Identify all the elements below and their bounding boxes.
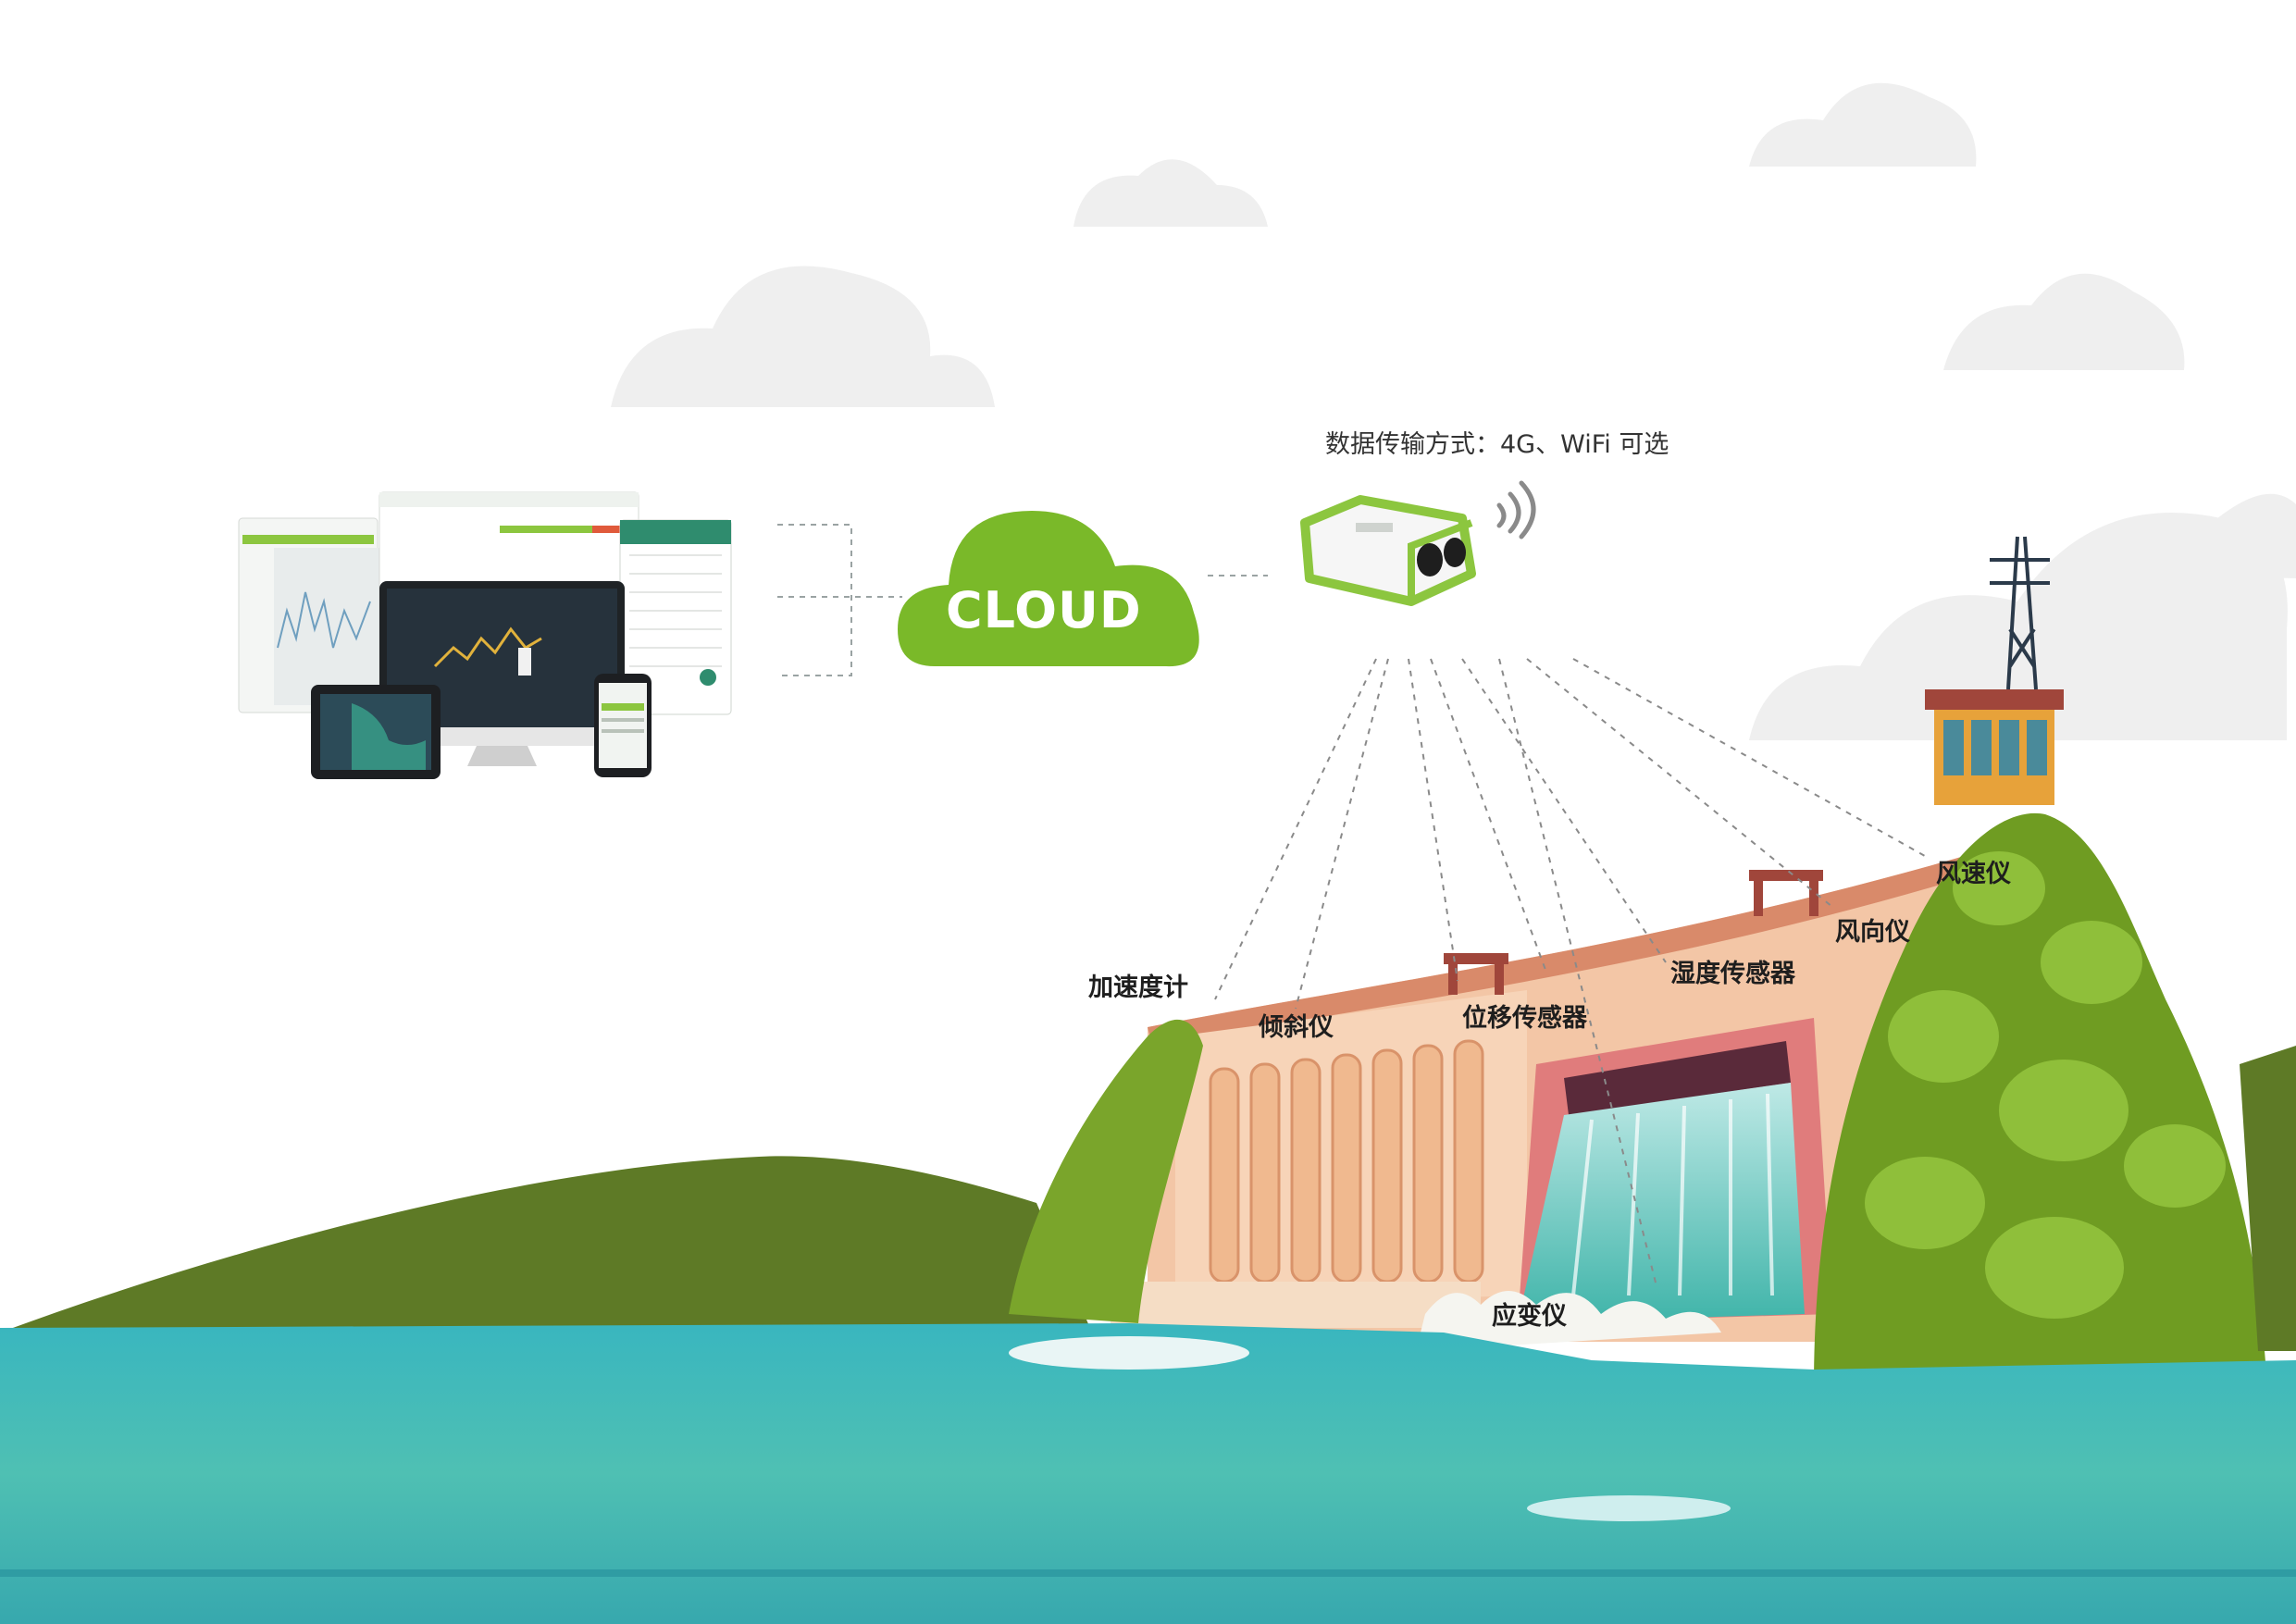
cloud-icon — [898, 511, 1199, 667]
wifi-signal-icon — [1496, 480, 1536, 539]
transmission-tower-icon — [1990, 536, 2050, 690]
left-rock-hill — [1009, 1019, 1203, 1323]
dam-illustration — [1111, 851, 2017, 1351]
sensor-label-wind-direction-meter: 风向仪 — [1835, 918, 1910, 947]
water-foam — [1009, 1336, 1249, 1370]
sensor-label-anemometer: 风速仪 — [1936, 860, 2011, 888]
sensor-label-humidity-sensor: 湿度传感器 — [1670, 960, 1795, 988]
water-reflection — [1527, 1495, 1731, 1521]
reservoir-water — [0, 1323, 2296, 1624]
sensor-label-inclinometer: 倾斜仪 — [1259, 1013, 1334, 1042]
sensor-label-strain-gauge: 应变仪 — [1492, 1302, 1567, 1331]
right-mountain — [1814, 812, 2296, 1388]
sensor-link-lines — [1214, 658, 1926, 1287]
distant-hill — [0, 1156, 1092, 1333]
transmission-mode-caption: 数据传输方式：4G、WiFi 可选 — [1325, 430, 1669, 459]
devices-cloud-connector — [777, 524, 902, 676]
background-clouds — [611, 82, 2296, 740]
sensor-label-accelerometer: 加速度计 — [1088, 973, 1188, 1002]
sensor-label-displacement-sensor: 位移传感器 — [1462, 1004, 1587, 1033]
gateway-device-icon — [1300, 495, 1476, 606]
cloud-label: CLOUD — [946, 581, 1142, 639]
control-house — [1925, 689, 2064, 805]
monitoring-devices-illustration — [238, 491, 732, 779]
